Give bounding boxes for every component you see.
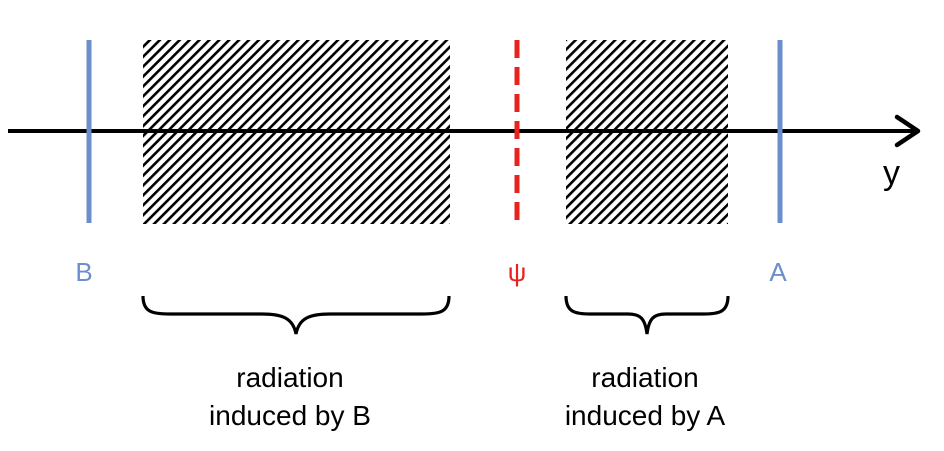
region-caption-b: radiation induced by B bbox=[209, 359, 371, 435]
region-caption-a: radiation induced by A bbox=[565, 359, 725, 435]
brace-a bbox=[564, 295, 730, 335]
region-caption-b-line2: induced by B bbox=[209, 400, 371, 431]
brace-b bbox=[141, 295, 451, 335]
region-caption-a-line1: radiation bbox=[591, 362, 699, 393]
axis-label-y: y bbox=[883, 154, 900, 192]
marker-label-b: B bbox=[75, 257, 93, 287]
marker-label-a: A bbox=[769, 257, 787, 287]
region-caption-b-line1: radiation bbox=[236, 362, 344, 393]
region-caption-a-line2: induced by A bbox=[564, 400, 726, 431]
y-axis-arrowhead bbox=[894, 114, 921, 148]
marker-label-psi: ψ bbox=[507, 257, 527, 287]
